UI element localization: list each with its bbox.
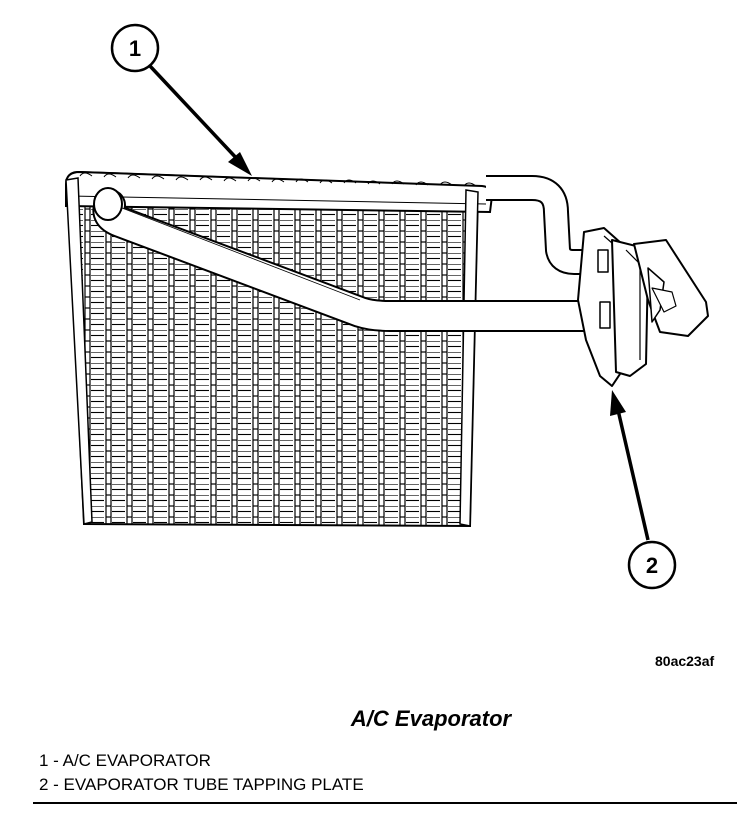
callout-1-number: 1: [129, 36, 141, 61]
leader-arrow-2: [610, 390, 650, 541]
callout-2: 2: [627, 540, 677, 590]
figure-id: 80ac23af: [655, 653, 715, 669]
legend-item-2: 2 - EVAPORATOR TUBE TAPPING PLATE: [39, 775, 364, 794]
evaporator-illustration: 1 2: [65, 23, 709, 590]
legend-item-1: 1 - A/C EVAPORATOR: [39, 751, 211, 770]
inlet-tube: [92, 187, 620, 332]
evaporator-core: [65, 170, 494, 528]
tapping-plate: [577, 227, 709, 387]
callout-2-number: 2: [646, 553, 658, 578]
legend: 1 - A/C EVAPORATOR 2 - EVAPORATOR TUBE T…: [39, 749, 364, 797]
callout-1: 1: [110, 23, 160, 73]
outlet-tube: [486, 175, 598, 275]
leader-arrow-1: [148, 64, 252, 176]
caption-title: A/C Evaporator: [350, 706, 512, 731]
divider-rule: [33, 802, 737, 804]
